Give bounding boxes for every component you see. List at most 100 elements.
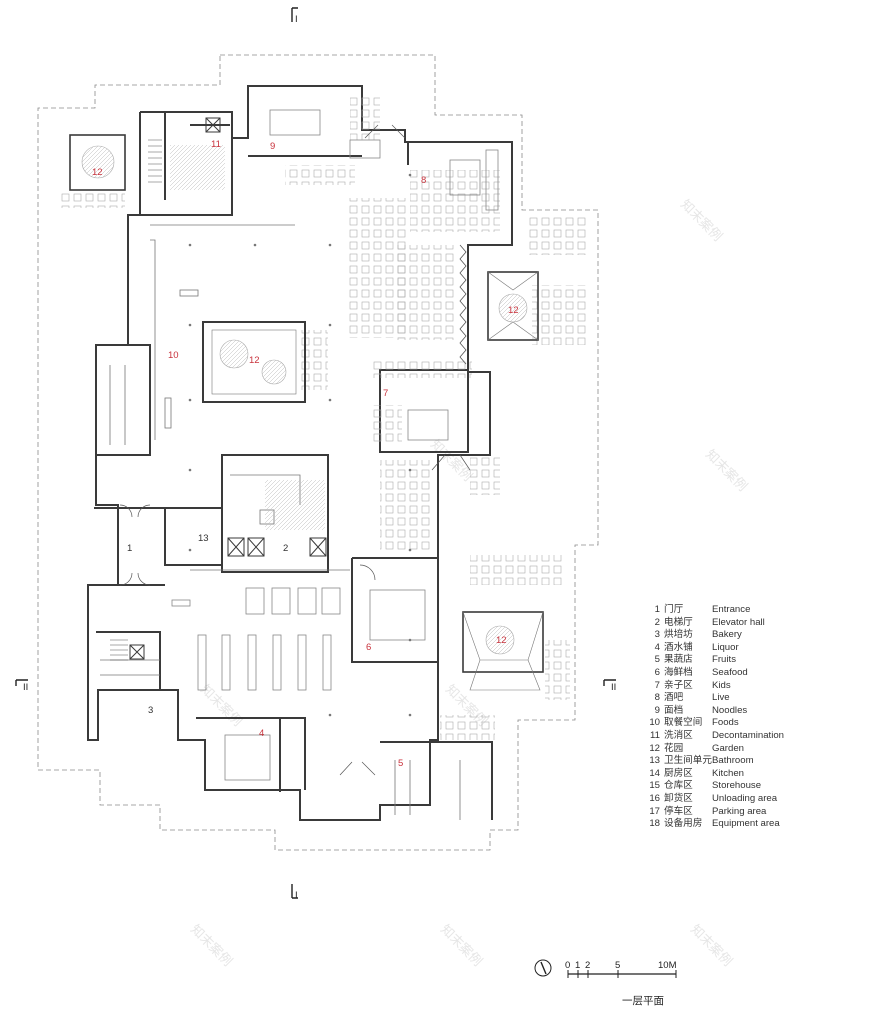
legend-zh: 卫生间单元 [664, 755, 712, 767]
legend-en: Garden [712, 742, 744, 754]
legend-zh: 果蔬店 [664, 654, 693, 666]
legend-en: Decontamination [712, 729, 784, 741]
scale-tick-10: 10M [658, 960, 677, 971]
legend-num: 14 [649, 767, 660, 779]
shelving [171, 109, 499, 781]
section-mark-bottom [291, 884, 298, 899]
legend-en: Foods [712, 717, 739, 729]
label-elevator-hall: 2 [283, 543, 288, 554]
legend-zh: 电梯厅 [664, 616, 693, 628]
label-live: 8 [421, 175, 426, 186]
garden-top-left [69, 134, 126, 191]
legend-num: 10 [649, 717, 660, 729]
section-mark-top-label: I [295, 14, 298, 25]
legend-num: 8 [654, 692, 660, 704]
label-liquor: 4 [259, 728, 264, 739]
watermark-text: 知末案例 [197, 682, 245, 730]
label-garden-center: 12 [249, 355, 260, 366]
legend-num: 17 [649, 805, 660, 817]
scale-tick-1: 1 [575, 960, 580, 971]
legend-en: Seafood [712, 666, 748, 678]
legend-num: 13 [649, 755, 660, 767]
legend-en: Bakery [712, 629, 742, 641]
legend-num: 2 [654, 616, 660, 628]
legend-item: 12 花园 Garden [648, 743, 878, 756]
watermark-text: 知末案例 [187, 922, 235, 970]
garden-bottom-right [462, 611, 544, 691]
section-mark-bottom-label: I [295, 890, 298, 901]
watermark-text: 知末案例 [702, 447, 750, 495]
furniture-zones [60, 95, 588, 740]
legend-zh: 花园 [664, 742, 684, 754]
legend-num: 4 [654, 641, 660, 653]
column-grid [188, 173, 412, 717]
legend-zh: 酒水铺 [664, 641, 693, 653]
legend-num: 12 [649, 742, 660, 754]
label-foods: 10 [168, 350, 179, 361]
section-mark-left [15, 679, 28, 686]
watermark-text: 知末案例 [677, 197, 725, 245]
garden-center [202, 321, 306, 403]
legend-en: Liquor [712, 641, 739, 653]
legend-en: Unloading area [712, 792, 778, 804]
legend-num: 16 [649, 792, 660, 804]
legend-zh: 停车区 [664, 805, 693, 817]
garden-right [487, 271, 539, 341]
north-arrow [534, 959, 552, 977]
legend-item: 11 洗消区 Decontamination [648, 730, 878, 743]
legend-zh: 亲子区 [664, 679, 693, 691]
legend-zh: 厨房区 [664, 767, 693, 779]
watermark-text: 知末案例 [687, 922, 735, 970]
stairs [110, 139, 162, 661]
section-mark-top [291, 7, 298, 22]
legend-zh: 面档 [664, 704, 684, 716]
section-mark-left-label: II [23, 682, 28, 693]
gardens [69, 134, 544, 691]
legend-en: Bathroom [712, 755, 754, 767]
label-bakery: 3 [148, 705, 153, 716]
legend-zh: 洗消区 [664, 729, 693, 741]
legend-num: 7 [654, 679, 660, 691]
legend-num: 9 [654, 704, 660, 716]
section-mark-labels: I I II II [23, 14, 616, 901]
scale-tick-5: 5 [615, 960, 620, 971]
elevators [129, 117, 327, 660]
legend-en: Elevator hall [712, 616, 765, 628]
section-mark-right [603, 679, 616, 686]
section-marks [15, 7, 616, 899]
label-entrance: 1 [127, 543, 132, 554]
legend-zh: 烘培坊 [664, 629, 693, 641]
legend-num: 6 [654, 666, 660, 678]
legend-num: 1 [654, 604, 660, 615]
zigzag-partition [459, 244, 467, 365]
label-bathroom: 13 [198, 533, 209, 544]
label-noodles: 9 [270, 141, 275, 152]
scale-bar: 0 1 2 5 10M [565, 960, 677, 978]
doors [119, 124, 471, 776]
label-garden-bottom-right: 12 [496, 635, 507, 646]
legend-num: 11 [650, 729, 660, 741]
legend-en: Entrance [712, 604, 751, 615]
legend-en: Fruits [712, 654, 736, 666]
scale-tick-2: 2 [585, 960, 590, 971]
legend-num: 15 [649, 780, 660, 792]
label-decontamination: 11 [211, 139, 221, 150]
counters [100, 224, 461, 820]
drawing-title: 一层平面 [622, 995, 664, 1007]
section-mark-right-label: II [611, 682, 616, 693]
legend-item: 2 电梯厅 Elevator hall [648, 617, 878, 630]
